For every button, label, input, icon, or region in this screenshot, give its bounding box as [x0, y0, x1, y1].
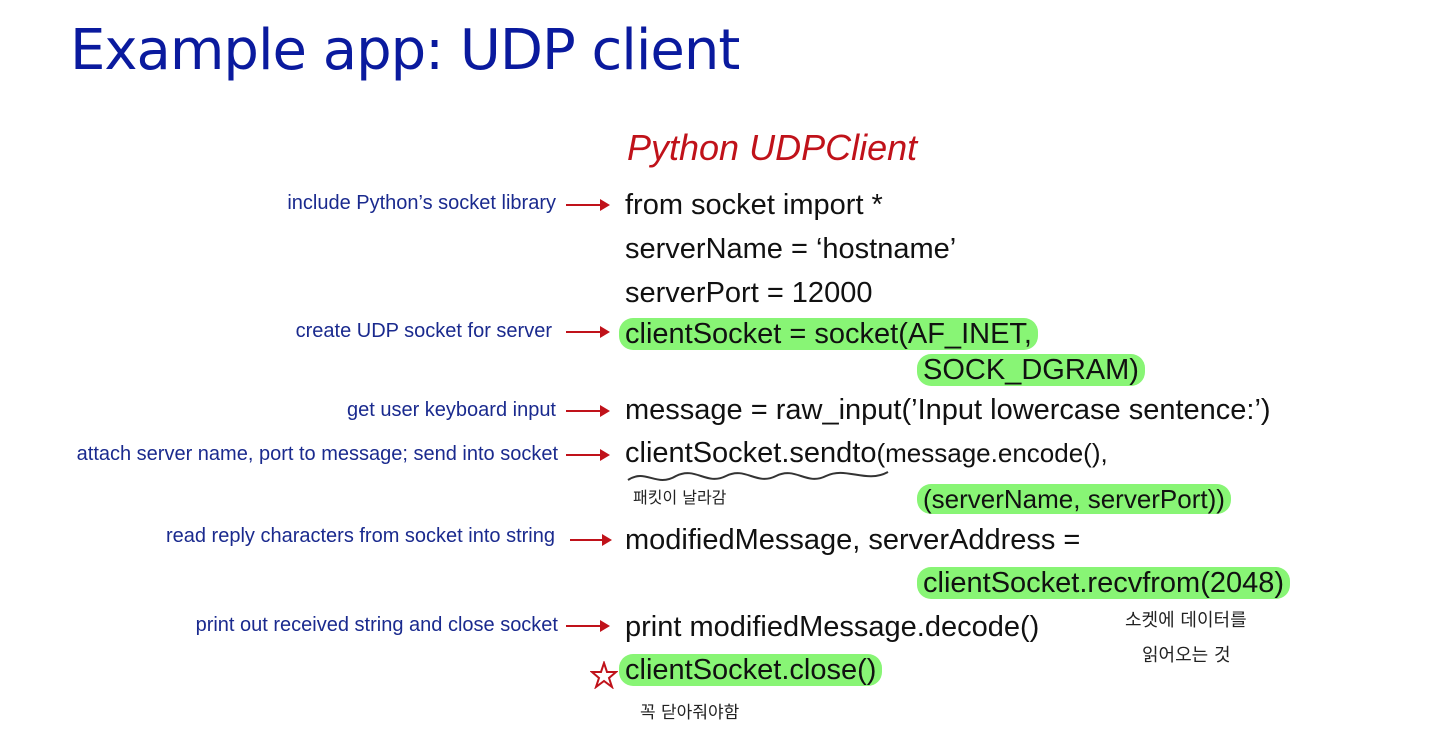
annotation-create-socket: create UDP socket for server [295, 320, 552, 342]
code-line: message = raw_input(’Input lowercase sen… [625, 394, 1271, 426]
squiggle-underline [627, 471, 889, 481]
handwritten-note: 읽어오는 것 [1142, 645, 1231, 666]
star-icon [590, 661, 618, 689]
code-line: serverPort = 12000 [625, 277, 873, 309]
code-sendto: clientSocket.sendto [625, 437, 877, 469]
code-line: clientSocket.sendto(message.encode(), [625, 435, 1108, 471]
arrow [566, 326, 610, 338]
arrow [570, 534, 612, 546]
arrow [566, 199, 610, 211]
annotation-print-close: print out received string and close sock… [195, 614, 558, 636]
code-line: print modifiedMessage.decode() [625, 611, 1040, 643]
code-line: clientSocket.recvfrom(2048) [917, 565, 1291, 601]
highlighted-code: (serverName, serverPort)) [917, 484, 1231, 514]
code-line: (serverName, serverPort)) [917, 481, 1231, 517]
annotation-keyboard-input: get user keyboard input [346, 399, 556, 421]
code-line: serverName = ‘hostname’ [625, 233, 957, 265]
arrow [566, 620, 610, 632]
code-line: modifiedMessage, serverAddress = [625, 524, 1081, 556]
code-heading: Python UDPClient [627, 127, 918, 168]
highlighted-code: SOCK_DGRAM) [917, 354, 1145, 386]
code-sendto-args: (message.encode(), [876, 438, 1108, 468]
highlighted-code: clientSocket = socket(AF_INET, [619, 318, 1038, 350]
arrow [566, 449, 610, 461]
annotation-read-reply: read reply characters from socket into s… [165, 525, 555, 547]
code-line: clientSocket.close() [619, 652, 883, 688]
code-line: SOCK_DGRAM) [917, 352, 1145, 388]
arrow [566, 405, 610, 417]
annotation-send-into-socket: attach server name, port to message; sen… [76, 443, 558, 465]
handwritten-note: 소켓에 데이터를 [1125, 610, 1247, 631]
code-line: from socket import * [625, 189, 883, 221]
highlighted-code: clientSocket.close() [619, 654, 883, 686]
code-line: clientSocket = socket(AF_INET, [619, 316, 1038, 352]
handwritten-note: 꼭 닫아줘야함 [640, 703, 740, 723]
highlighted-code: clientSocket.recvfrom(2048) [917, 567, 1291, 599]
slide-title: Example app: UDP client [70, 18, 740, 83]
handwritten-note: 패킷이 날라감 [633, 488, 727, 507]
annotation-socket-library: include Python’s socket library [287, 192, 556, 214]
